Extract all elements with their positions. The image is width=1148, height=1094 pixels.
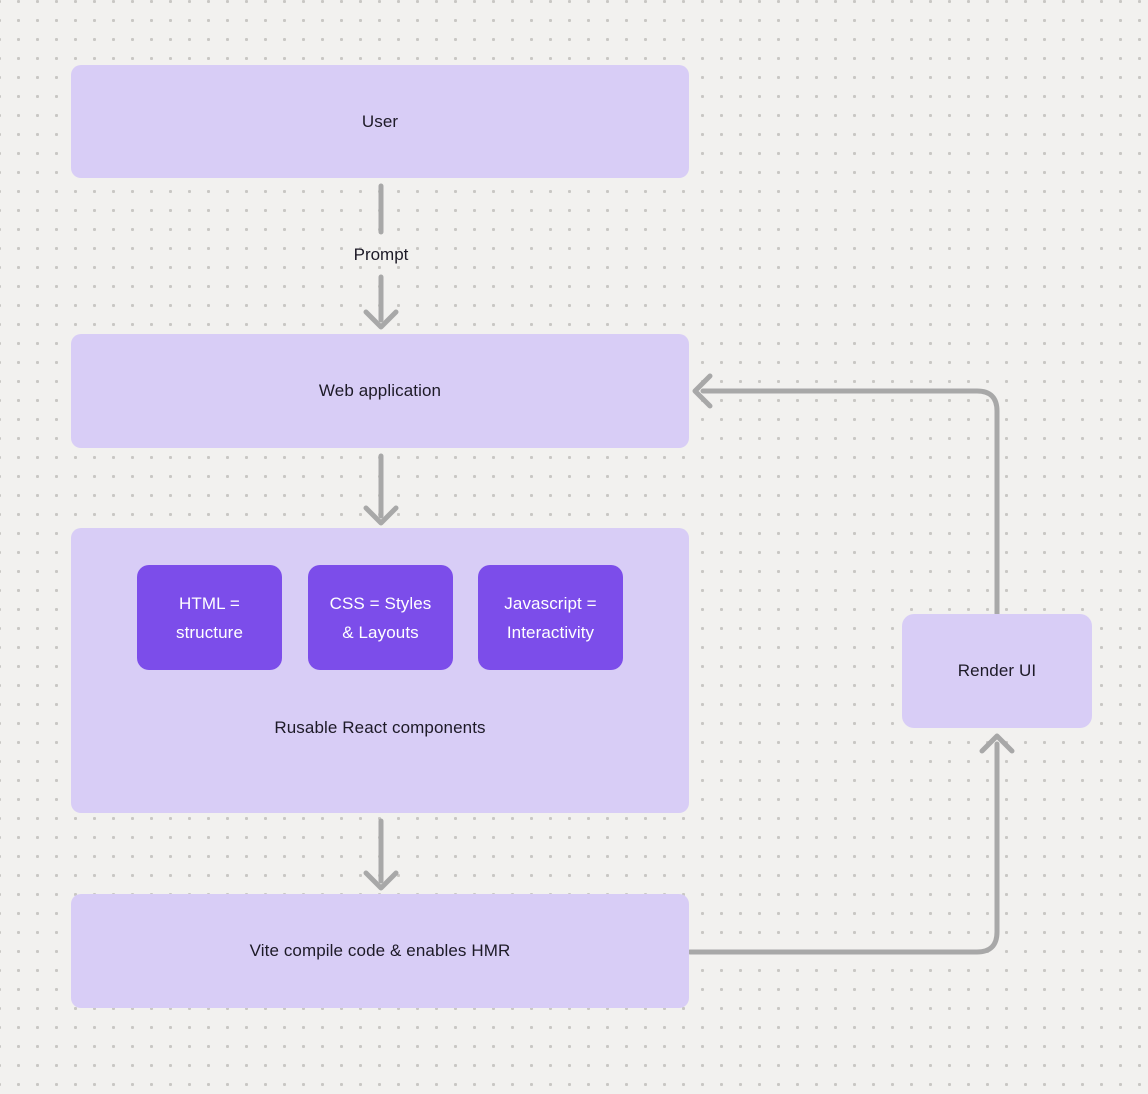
node-user-label: User — [361, 111, 399, 131]
node-html-label: HTML = structure — [175, 593, 244, 642]
connector-vite-renderui — [687, 741, 1000, 955]
node-web-application: Web application — [71, 334, 689, 448]
arrowhead-down-webapp — [363, 309, 399, 330]
node-render-ui-label: Render UI — [957, 661, 1037, 680]
node-javascript: Javascript = Interactivity — [478, 565, 623, 670]
node-vite-label: Vite compile code & enables HMR — [249, 941, 511, 960]
components-group-caption: Rusable React components — [274, 718, 486, 737]
node-css-label: CSS = Styles & Layouts — [329, 593, 432, 642]
node-components-group: HTML = structure CSS = Styles & Layouts … — [71, 528, 689, 813]
node-css: CSS = Styles & Layouts — [308, 565, 453, 670]
connector-renderui-webapp — [700, 388, 1000, 617]
node-html: HTML = structure — [137, 565, 282, 670]
node-render-ui: Render UI — [902, 614, 1092, 728]
node-web-application-label: Web application — [318, 381, 442, 400]
edge-label-prompt: Prompt — [353, 245, 409, 264]
arrowhead-up-renderui — [979, 733, 1015, 754]
node-vite: Vite compile code & enables HMR — [71, 894, 689, 1008]
arrowhead-down-group — [363, 505, 399, 526]
node-user: User — [71, 65, 689, 178]
node-javascript-label: Javascript = Interactivity — [504, 593, 597, 642]
arrowhead-down-vite — [363, 870, 399, 891]
arrowhead-left-webapp — [692, 373, 713, 409]
